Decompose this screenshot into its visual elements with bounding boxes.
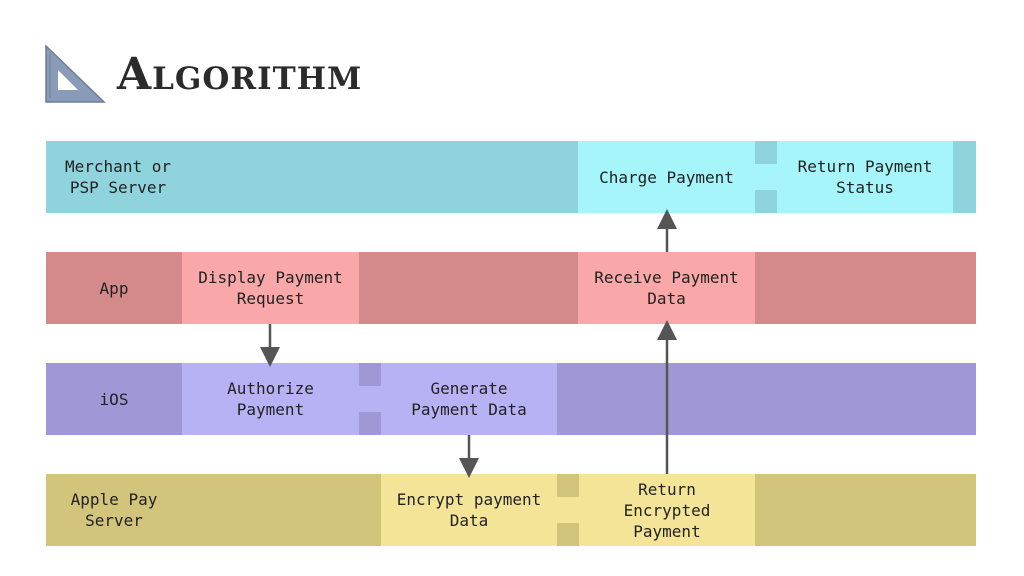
step-display-payment-request: Display Payment Request [182, 252, 359, 324]
step-connector [755, 190, 777, 213]
lane-label-applepay: Apple Pay Server [70, 490, 158, 530]
step-connector [557, 523, 579, 546]
step-connector [755, 164, 777, 190]
step-receive-payment-data: Receive Payment Data [578, 252, 755, 324]
step-generate-payment-data: Generate Payment Data [381, 363, 557, 435]
lane-merchant: Merchant or PSP Server Charge Payment Re… [46, 141, 976, 213]
step-connector [359, 363, 381, 386]
step-connector [755, 141, 777, 164]
step-encrypt-payment-data: Encrypt payment Data [381, 474, 557, 546]
lane-label-app: App [99, 278, 129, 298]
step-return-encrypted-payment: Return Encrypted Payment [579, 474, 755, 546]
page-title: Algorithm [117, 49, 363, 100]
set-square-icon [45, 44, 106, 103]
step-connector [557, 497, 579, 523]
lane-label-merchant: Merchant or PSP Server [65, 157, 171, 197]
step-connector [359, 412, 381, 435]
lane-ios: iOS Authorize Payment Generate Payment D… [46, 363, 976, 435]
step-charge-payment: Charge Payment [578, 141, 755, 213]
step-return-payment-status: Return Payment Status [777, 141, 953, 213]
step-connector [359, 386, 381, 412]
lane-label-ios: iOS [99, 389, 129, 409]
lane-app: App Display Payment Request Receive Paym… [46, 252, 976, 324]
step-authorize-payment: Authorize Payment [182, 363, 359, 435]
step-connector [557, 474, 579, 497]
lane-applepay: Apple Pay Server Encrypt payment Data Re… [46, 474, 976, 546]
